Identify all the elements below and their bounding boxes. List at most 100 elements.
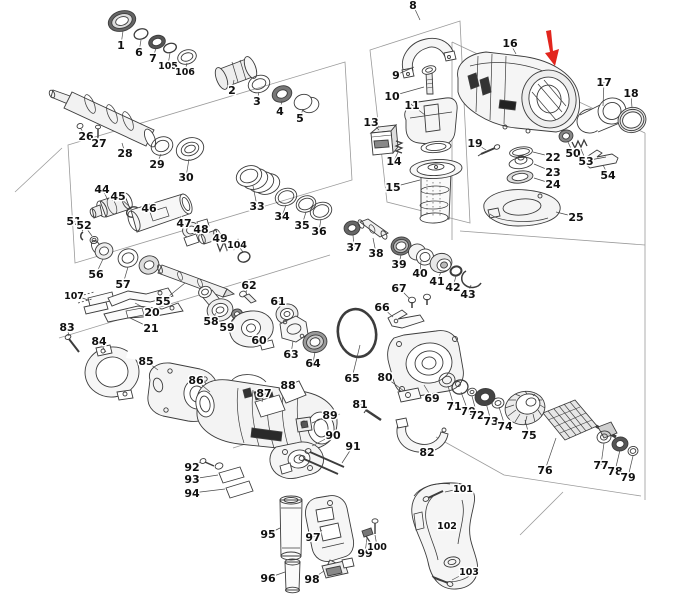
leader-55 (162, 282, 186, 302)
part-34-ring (274, 187, 298, 207)
part-37-bearing (347, 224, 357, 232)
part-107-plate (77, 298, 93, 304)
part-69-frame (405, 342, 453, 384)
leader-77 (600, 442, 605, 466)
part-1-bearing (115, 16, 129, 26)
part-15-grip (419, 212, 449, 224)
part-84-clamp (95, 356, 129, 388)
part-label-61: 61 (270, 295, 285, 308)
part-35-ring (295, 195, 317, 213)
part-36-ring (312, 204, 330, 218)
leader-19 (474, 142, 487, 151)
part-75-fan (514, 393, 521, 397)
part-77-bearing (596, 430, 612, 444)
part-16-housing (528, 76, 570, 122)
part-44-piston (106, 197, 118, 215)
leader-28 (121, 142, 126, 154)
part-62-screw (243, 293, 257, 304)
leader-40 (419, 260, 422, 274)
part-10-bolt (426, 82, 434, 85)
leader-49 (219, 237, 227, 246)
part-label-1: 1 (117, 39, 125, 52)
part-label-43: 43 (460, 288, 475, 301)
part-label-82: 82 (419, 446, 434, 459)
leader-23 (533, 163, 554, 173)
part-label-104: 104 (227, 240, 247, 251)
part-84-clamp (122, 391, 128, 397)
part-2-sleeve (243, 56, 258, 79)
leader-18 (630, 92, 633, 109)
part-44-piston (89, 208, 97, 218)
part-86-motorhousing (236, 387, 245, 444)
leader-35 (301, 211, 307, 226)
part-label-65: 65 (344, 372, 359, 385)
part-label-46: 46 (141, 202, 157, 215)
part-38-pin (357, 219, 365, 229)
part-label-78: 78 (607, 465, 622, 478)
part-96-tube (285, 586, 300, 594)
leader-103 (451, 570, 470, 581)
part-25-base (487, 207, 501, 219)
leader-60 (251, 335, 260, 341)
part-15-grip (419, 200, 449, 210)
part-63-gasket (286, 323, 302, 335)
part-65-oring (336, 307, 378, 359)
part-44-piston (91, 204, 103, 219)
part-101-screw (422, 496, 430, 502)
part-28-spindle (48, 89, 56, 99)
part-62-screw (239, 290, 247, 298)
part-label-42: 42 (445, 281, 460, 294)
part-76-armature (547, 406, 581, 421)
leader-44 (101, 188, 109, 201)
part-label-39: 39 (391, 258, 406, 271)
leader-73 (485, 402, 492, 422)
part-43-snapring (461, 270, 482, 289)
part-46-cylinder (127, 210, 141, 232)
leader-81 (359, 403, 372, 414)
part-71-bearing (442, 375, 452, 385)
leader-57 (122, 266, 129, 285)
part-label-18: 18 (623, 87, 638, 100)
part-84-clamp (126, 346, 142, 360)
part-84-clamp (95, 344, 113, 357)
part-label-2: 2 (228, 84, 236, 97)
part-label-79: 79 (620, 471, 635, 484)
part-label-84: 84 (91, 335, 107, 348)
leader-43 (467, 284, 472, 295)
part-99-piece (365, 535, 371, 543)
part-label-88: 88 (280, 379, 295, 392)
part-85-cap (167, 368, 173, 374)
part-25-base (502, 198, 542, 216)
part-label-16: 16 (502, 37, 518, 50)
part-76-armature (553, 412, 587, 428)
part-label-20: 20 (144, 306, 160, 319)
part-15-grip (420, 171, 452, 220)
part-81-pin (365, 408, 382, 422)
part-51-clip (80, 231, 84, 241)
part-20-lever (107, 287, 174, 307)
part-46-cylinder (181, 196, 191, 212)
leader-1 (120, 30, 124, 46)
part-83-screw (68, 338, 80, 353)
part-61-bearing (283, 311, 291, 317)
leader-93 (191, 474, 219, 480)
leader-26 (80, 128, 87, 137)
part-86-motorhousing (281, 393, 290, 450)
leader-74 (498, 406, 506, 427)
part-29-lockring (154, 139, 170, 153)
part-label-4: 4 (276, 105, 284, 118)
part-15-grip (420, 185, 450, 195)
part-label-66: 66 (374, 301, 390, 314)
part-107-plate (83, 301, 109, 315)
part-36-ring (309, 201, 333, 221)
leader-9 (395, 66, 415, 76)
part-69-frame (455, 381, 461, 387)
part-86-motorhousing (195, 390, 215, 418)
leader-101 (444, 487, 464, 493)
part-label-13: 13 (363, 116, 378, 129)
part-label-75: 75 (521, 429, 536, 442)
red-callout-arrow (545, 30, 559, 66)
leader-69 (423, 384, 433, 399)
part-label-102: 102 (437, 521, 457, 532)
